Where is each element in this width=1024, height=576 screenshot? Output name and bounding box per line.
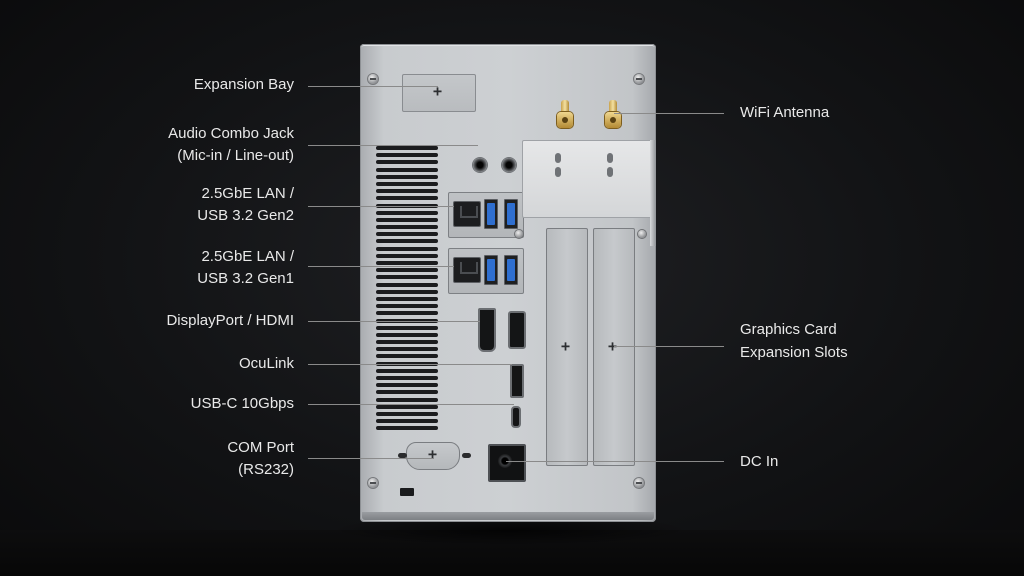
oculink-port (510, 364, 524, 398)
plus-icon: + (433, 82, 443, 100)
usb-a-port-icon (484, 255, 498, 285)
dc-in-port (488, 444, 526, 482)
callout-line (308, 404, 514, 405)
label-lan-gen1-line2: USB 3.2 Gen1 (197, 270, 294, 287)
audio-jack-port (473, 158, 487, 172)
screw-icon (634, 478, 644, 488)
graphics-slot-1: + (546, 228, 588, 466)
label-dc-in: DC In (740, 453, 779, 470)
callout-line (614, 346, 724, 347)
callout-line (308, 145, 478, 146)
usb-a-port-icon (504, 199, 518, 229)
label-expansion-bay: Expansion Bay (193, 76, 294, 93)
graphics-slot-2: + (593, 228, 635, 466)
com-port-cover: + (406, 442, 460, 470)
hdmi-port (508, 311, 526, 349)
com-port-screw (462, 453, 471, 458)
plus-icon: + (561, 337, 571, 355)
callout-line (308, 86, 438, 87)
callout-line (308, 206, 454, 207)
screw-icon (515, 230, 523, 238)
label-graphics-card-line2: Expansion Slots (740, 344, 848, 361)
callout-line (506, 461, 724, 462)
security-lock-slot (400, 488, 414, 496)
label-lan-gen2-line2: USB 3.2 Gen2 (197, 207, 294, 224)
usb-c-port (511, 406, 521, 428)
label-lan-gen2-line1: 2.5GbE LAN / (201, 185, 294, 202)
usb-a-port-icon (484, 199, 498, 229)
com-port-screw (398, 453, 407, 458)
label-audio-combo-jack-sub: (Mic-in / Line-out) (177, 147, 294, 164)
screw-icon (638, 230, 646, 238)
antenna-connector-icon (556, 100, 574, 134)
plus-icon: + (428, 445, 438, 463)
audio-jack-port (502, 158, 516, 172)
label-audio-combo-jack: Audio Combo Jack (168, 125, 294, 142)
rj45-port-icon (453, 257, 481, 283)
callout-line (308, 364, 512, 365)
screw-icon (634, 74, 644, 84)
plus-icon: + (608, 337, 618, 355)
rj45-port-icon (453, 201, 481, 227)
label-oculink: OcuLink (238, 355, 294, 372)
bracket-edge (650, 140, 656, 246)
displayport-port (478, 308, 496, 352)
label-displayport-hdmi: DisplayPort / HDMI (166, 312, 294, 329)
label-com-port: COM Port (227, 439, 294, 456)
label-com-port-sub: (RS232) (238, 461, 294, 478)
callout-line (308, 266, 454, 267)
callout-line (308, 458, 434, 459)
antenna-connector-icon (604, 100, 622, 134)
label-wifi-antenna: WiFi Antenna (740, 104, 830, 121)
callout-line (308, 321, 480, 322)
label-graphics-card-line1: Graphics Card (740, 321, 837, 338)
screw-icon (368, 478, 378, 488)
label-usb-c: USB-C 10Gbps (190, 395, 294, 412)
usb-a-port-icon (504, 255, 518, 285)
label-lan-gen1-line1: 2.5GbE LAN / (201, 248, 294, 265)
antenna-bracket (522, 140, 656, 218)
screw-icon (368, 74, 378, 84)
ventilation-grille (376, 146, 438, 434)
expansion-bay-cover: + (402, 74, 476, 112)
callout-line (614, 113, 724, 114)
chassis-bottom-rim (362, 512, 654, 520)
